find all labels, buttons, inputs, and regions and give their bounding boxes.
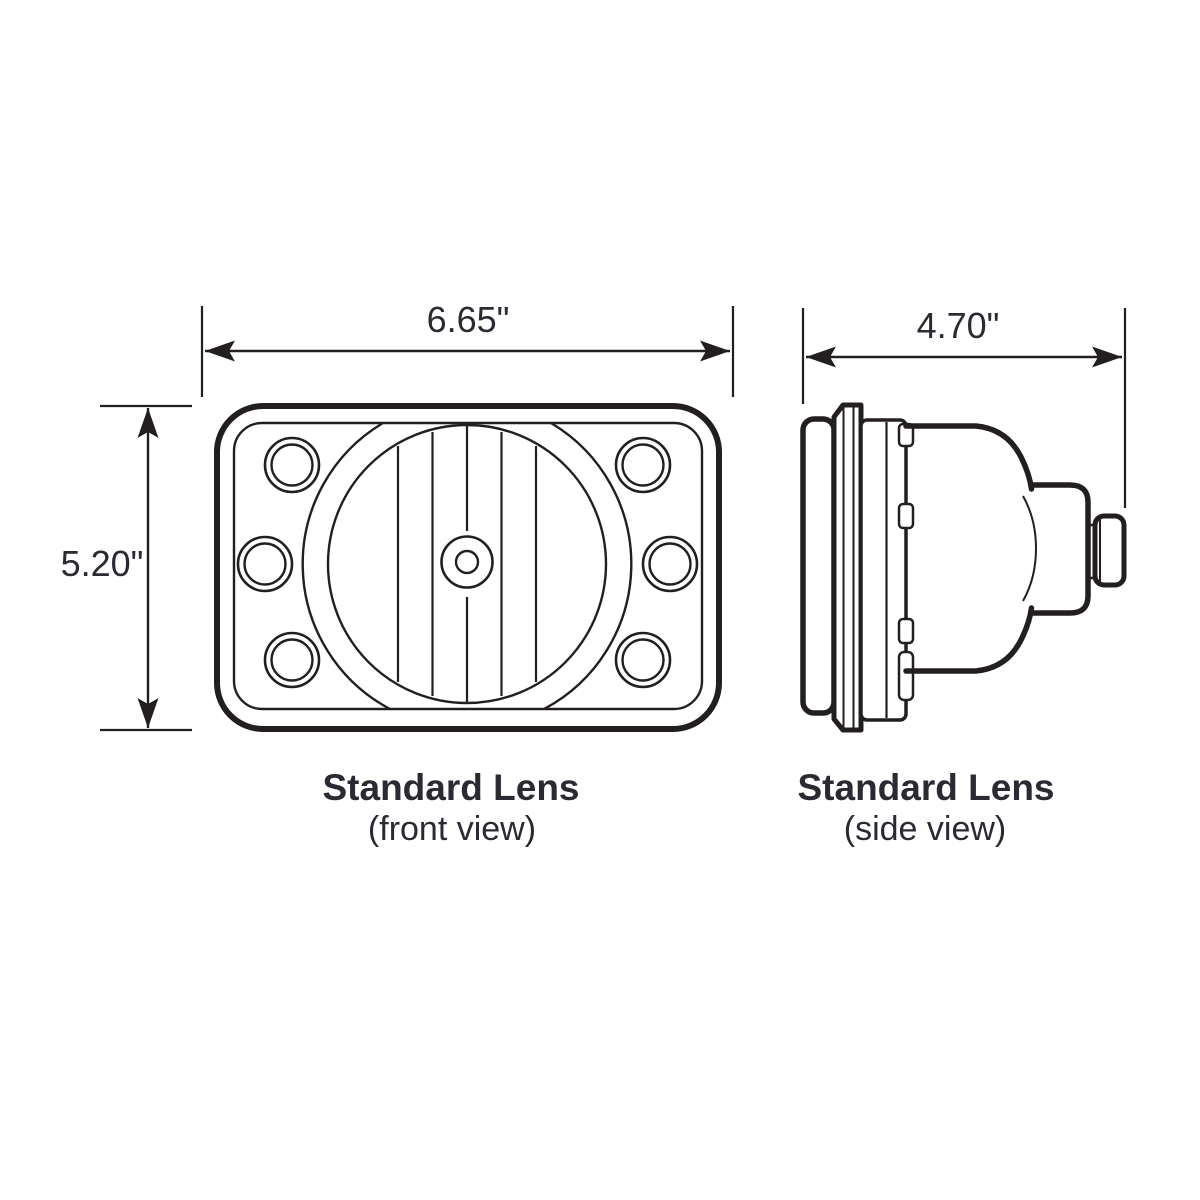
mounting-pads — [236, 436, 699, 689]
lamp-outer-housing — [214, 403, 722, 732]
arrowhead-right-icon — [1092, 346, 1122, 368]
side-width-dimension: 4.70" — [801, 305, 1127, 508]
side-view-subtitle: (side view) — [844, 810, 1006, 848]
front-view-title: Standard Lens — [323, 767, 580, 808]
arrowhead-up-icon — [137, 408, 159, 438]
side-view-title: Standard Lens — [798, 767, 1055, 808]
front-view-caption: Standard Lens (front view) — [323, 767, 580, 848]
lamp-inner-rim — [232, 421, 704, 711]
pad-circle — [263, 436, 321, 494]
lens-front-profile — [800, 416, 837, 716]
front-height-value: 5.20" — [61, 543, 144, 584]
reflector-seam-arc — [1022, 495, 1038, 602]
bulb-socket — [1031, 482, 1091, 616]
arrowhead-right-icon — [700, 340, 730, 362]
bulb-center-outer — [440, 535, 494, 589]
lens-outer-arc-left — [301, 421, 391, 711]
side-view-drawing — [800, 402, 1127, 733]
pad-circle — [614, 631, 672, 689]
front-view-subtitle: (front view) — [368, 810, 536, 848]
rim-tab — [897, 650, 915, 702]
rim-tab — [897, 502, 915, 530]
reflector-dome-bottom — [903, 605, 1035, 674]
side-view-caption: Standard Lens (side view) — [798, 767, 1055, 848]
front-width-value: 6.65" — [427, 299, 510, 340]
bezel-ring — [831, 402, 864, 733]
pad-circle — [236, 535, 294, 593]
pad-circle-inner — [270, 638, 314, 682]
pad-circle — [641, 535, 699, 593]
front-view-drawing — [214, 403, 722, 732]
mounting-rim — [859, 418, 908, 722]
front-height-dimension: 5.20" — [61, 404, 192, 732]
pad-circle-inner — [621, 443, 665, 487]
front-width-dimension: 6.65" — [200, 299, 735, 397]
rim-tab — [897, 617, 915, 645]
arrowhead-left-icon — [205, 340, 235, 362]
connector-plug — [1092, 513, 1127, 588]
reflector-dome-top — [903, 423, 1035, 492]
arrowhead-down-icon — [137, 698, 159, 728]
pad-circle-inner — [621, 638, 665, 682]
pad-circle — [263, 631, 321, 689]
bulb-center-inner — [454, 549, 480, 575]
pad-circle — [614, 436, 672, 494]
side-width-value: 4.70" — [917, 305, 1000, 346]
pad-circle-inner — [648, 542, 692, 586]
pad-circle-inner — [270, 443, 314, 487]
arrowhead-left-icon — [806, 346, 836, 368]
lens-outer-arc-right — [543, 421, 633, 711]
pad-circle-inner — [243, 542, 287, 586]
